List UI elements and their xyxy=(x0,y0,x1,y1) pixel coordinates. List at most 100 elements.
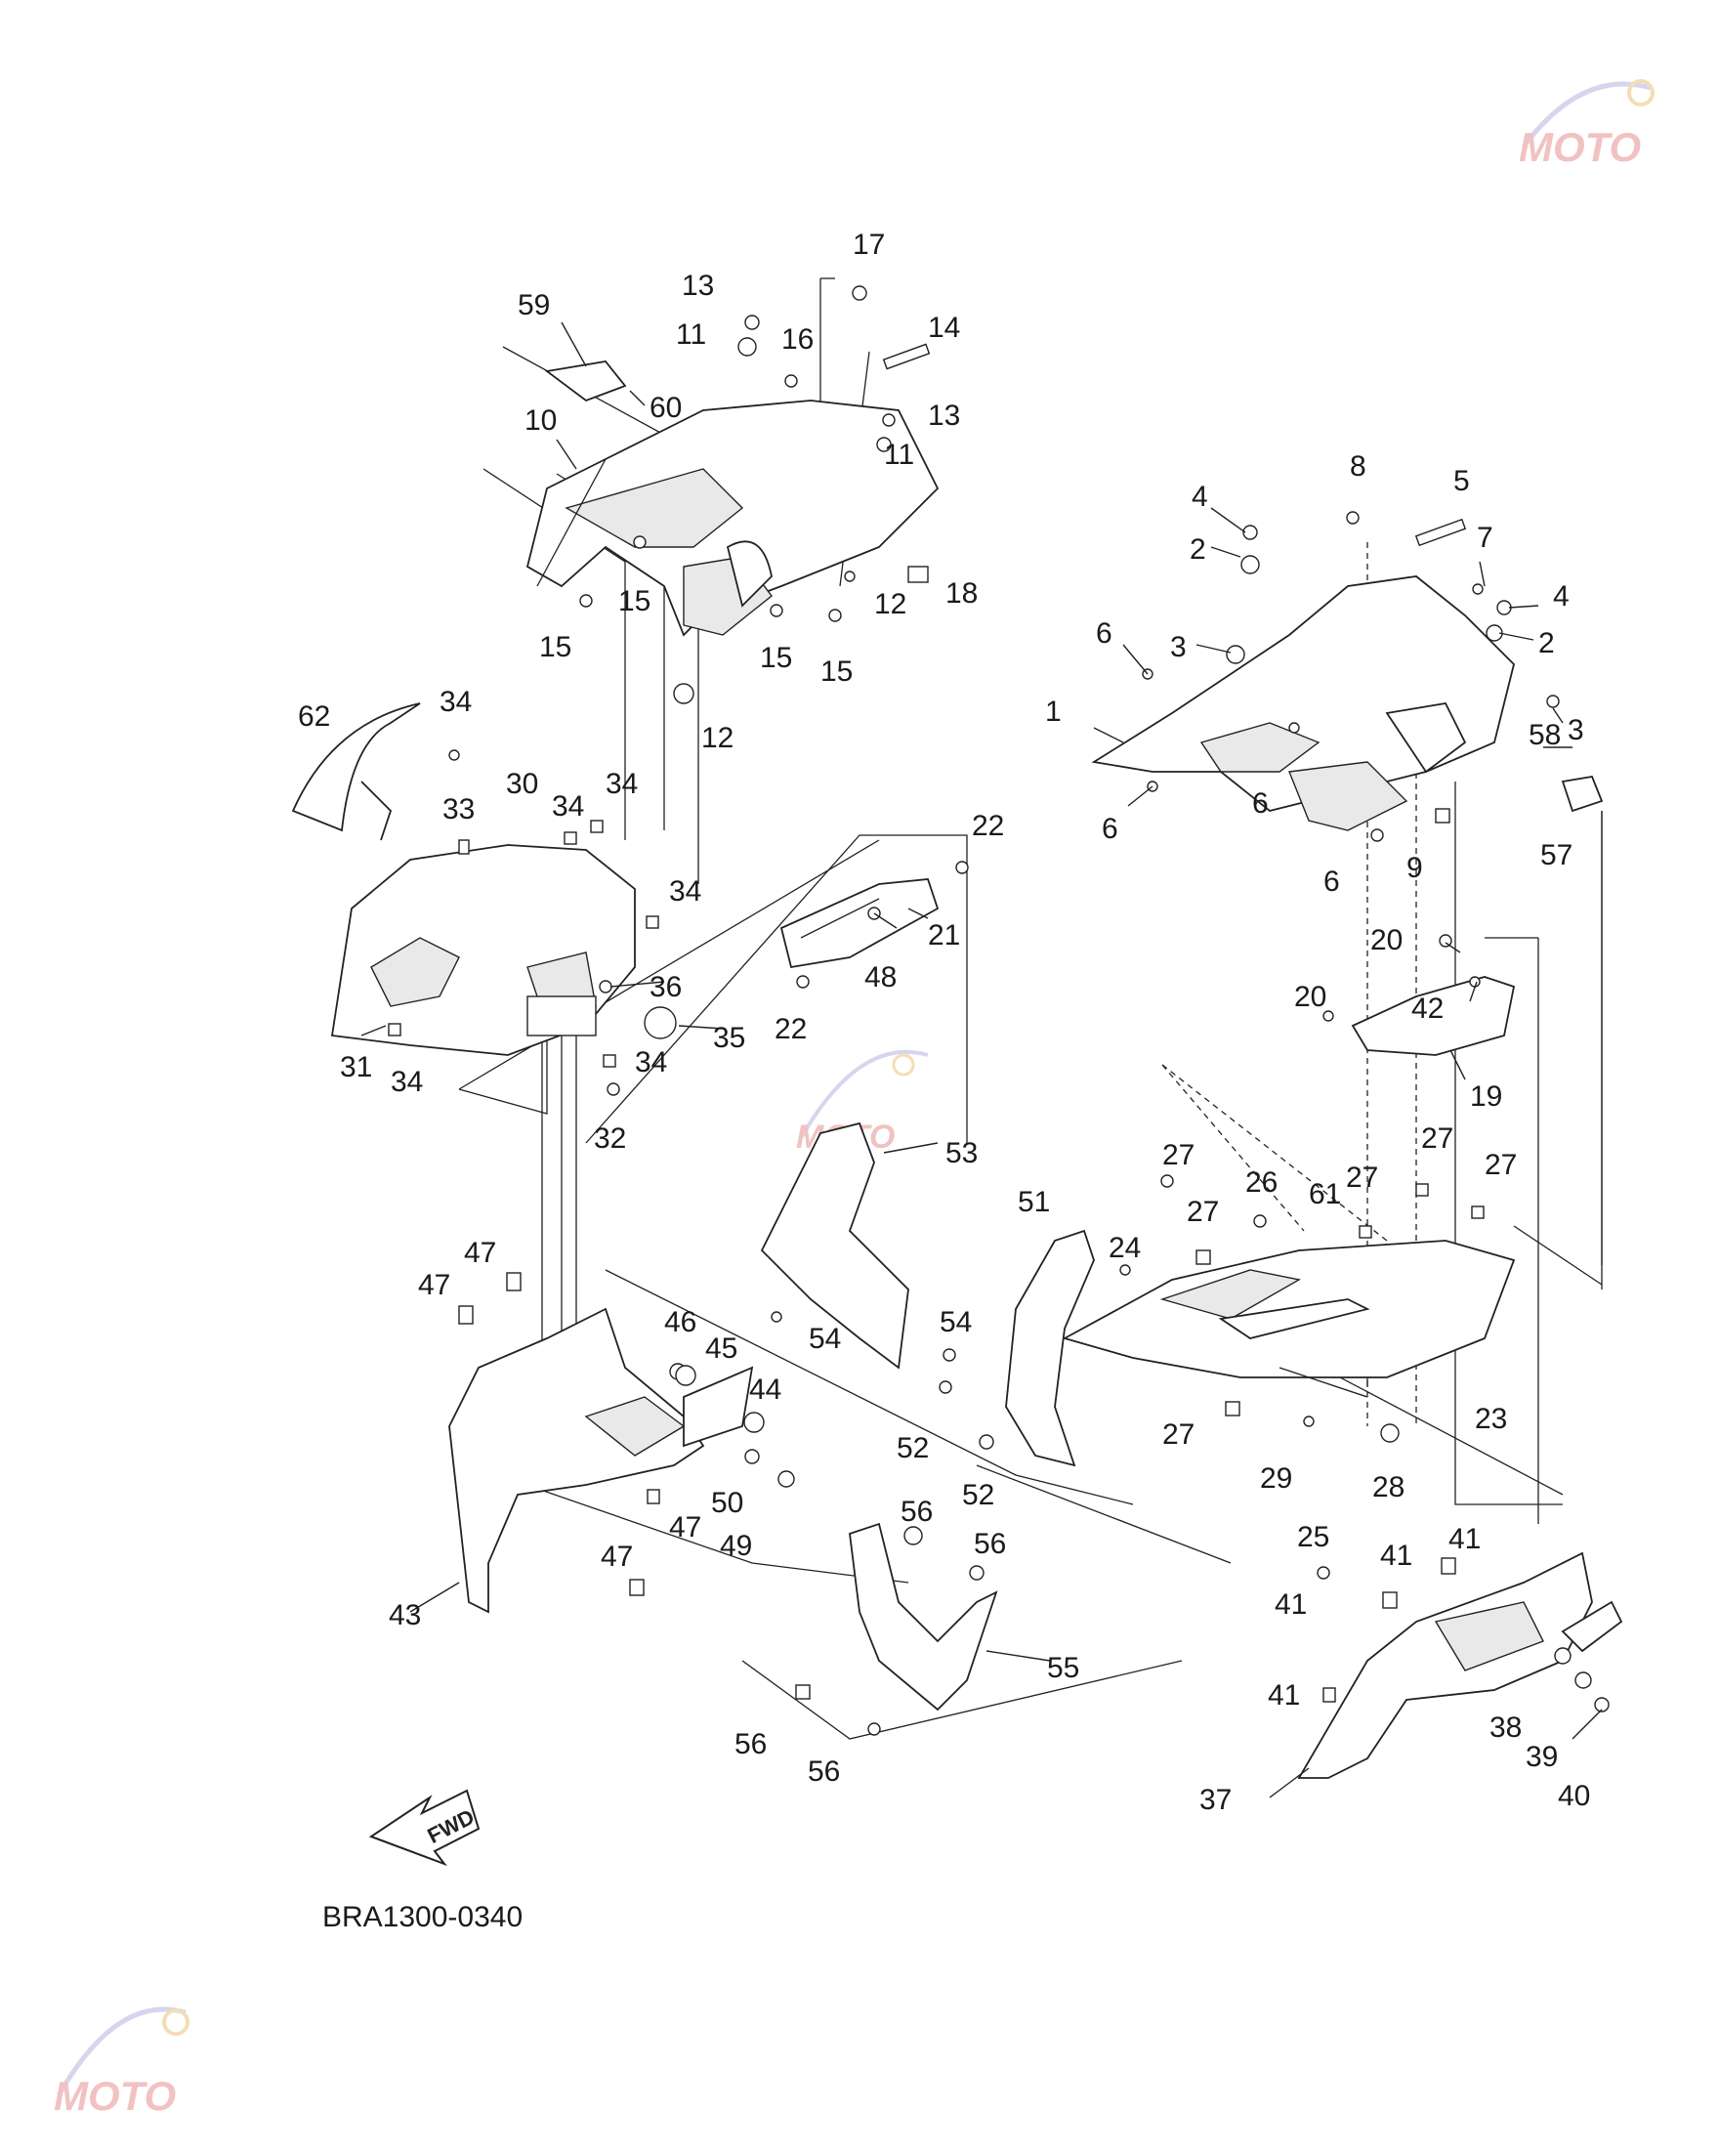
callout-c22a: 22 xyxy=(972,810,1004,842)
callout-c19: 19 xyxy=(1470,1080,1502,1113)
callout-c27c: 27 xyxy=(1346,1162,1378,1194)
leader-lines xyxy=(360,321,1603,1798)
callout-c47c: 47 xyxy=(669,1511,701,1543)
callout-c55: 55 xyxy=(1047,1652,1079,1684)
callout-c34d: 34 xyxy=(669,875,701,908)
callout-c21: 21 xyxy=(928,919,960,951)
lower-panel-55 xyxy=(849,1522,998,1712)
callout-c26: 26 xyxy=(1245,1166,1278,1199)
callout-c34b: 34 xyxy=(552,790,584,823)
callout-c42: 42 xyxy=(1411,993,1444,1025)
callout-c2b: 2 xyxy=(1538,627,1555,659)
callout-c35: 35 xyxy=(713,1022,745,1054)
callout-c9: 9 xyxy=(1406,852,1423,884)
callout-c34f: 34 xyxy=(635,1046,667,1078)
callout-c14: 14 xyxy=(928,312,960,344)
callout-c2a: 2 xyxy=(1190,533,1206,566)
undercover-23 xyxy=(1062,1240,1516,1378)
callout-c47d: 47 xyxy=(601,1541,633,1573)
callout-c23: 23 xyxy=(1475,1403,1507,1435)
callout-c20b: 20 xyxy=(1294,981,1326,1013)
callout-c32: 32 xyxy=(594,1122,626,1155)
callout-c56d: 56 xyxy=(808,1755,840,1788)
callout-c56c: 56 xyxy=(734,1728,767,1760)
callout-c34c: 34 xyxy=(606,768,638,800)
callout-c28: 28 xyxy=(1372,1471,1405,1503)
callout-c60: 60 xyxy=(650,392,682,424)
watermark-top-right: MOTO xyxy=(1519,79,1655,170)
callout-c33: 33 xyxy=(442,793,475,825)
deflector-59 xyxy=(544,360,627,402)
callout-c62: 62 xyxy=(298,700,330,733)
callout-c6d: 6 xyxy=(1323,866,1340,898)
callout-c6c: 6 xyxy=(1252,787,1269,820)
callout-c36: 36 xyxy=(650,971,682,1003)
callout-c15c: 15 xyxy=(760,642,792,674)
callout-c12b: 12 xyxy=(701,722,734,754)
callout-c24: 24 xyxy=(1109,1232,1141,1264)
callout-c37: 37 xyxy=(1199,1784,1232,1816)
gear-logo-icon xyxy=(1627,79,1655,106)
front-cowl-inner-upper xyxy=(525,400,940,637)
callout-c54b: 54 xyxy=(940,1306,972,1338)
callout-c15d: 15 xyxy=(820,655,853,688)
callout-c40: 40 xyxy=(1558,1780,1590,1812)
callout-c47a: 47 xyxy=(418,1269,450,1301)
callout-c4b: 4 xyxy=(1553,580,1570,613)
callout-c54a: 54 xyxy=(809,1323,841,1355)
callout-c11b: 11 xyxy=(884,439,914,471)
callout-c22b: 22 xyxy=(775,1013,807,1045)
callout-c27a: 27 xyxy=(1162,1139,1195,1171)
watermark-text: MOTO xyxy=(54,2073,176,2119)
callout-c38: 38 xyxy=(1489,1712,1522,1744)
side-cover-right xyxy=(1091,575,1515,831)
callout-c58: 58 xyxy=(1529,719,1561,751)
lower-cowl-37 xyxy=(1297,1551,1623,1779)
callout-c15b: 15 xyxy=(539,631,571,663)
callout-c29: 29 xyxy=(1260,1462,1292,1495)
callout-c6a: 6 xyxy=(1096,617,1112,650)
callout-c25: 25 xyxy=(1297,1521,1329,1553)
callout-c53: 53 xyxy=(945,1137,978,1169)
fasteners xyxy=(388,285,1610,1736)
callout-c31: 31 xyxy=(340,1051,372,1083)
forward-direction-arrow: FWD xyxy=(368,1789,481,1867)
callout-c44: 44 xyxy=(749,1374,781,1406)
callout-c11a: 11 xyxy=(676,318,706,351)
callout-c7: 7 xyxy=(1477,522,1493,554)
callout-c8: 8 xyxy=(1350,450,1366,483)
front-cowl-30 xyxy=(330,844,636,1056)
callout-labels: 1 2 2 3 3 4 4 5 6 6 6 6 7 8 9 10 11 11 1… xyxy=(298,229,1590,1816)
callout-c34a: 34 xyxy=(440,686,472,718)
lower-cowl-43 xyxy=(448,1307,754,1614)
watermark-text: MOTO xyxy=(1519,124,1641,170)
callout-c6b: 6 xyxy=(1102,813,1118,845)
callout-c50: 50 xyxy=(711,1487,743,1519)
callout-c56b: 56 xyxy=(974,1528,1006,1560)
callout-c3b: 3 xyxy=(1568,714,1584,746)
callout-c13b: 13 xyxy=(928,400,960,432)
watermark-bottom-left: MOTO xyxy=(54,2007,189,2119)
callout-c51: 51 xyxy=(1018,1186,1050,1218)
windshield-62 xyxy=(291,702,421,841)
callout-c46: 46 xyxy=(664,1306,696,1338)
callout-c10: 10 xyxy=(524,404,557,437)
callout-c27f: 27 xyxy=(1162,1418,1195,1451)
side-panel-19 xyxy=(1351,976,1516,1056)
callout-c20a: 20 xyxy=(1370,924,1403,956)
callout-c43: 43 xyxy=(389,1599,421,1631)
callout-c47b: 47 xyxy=(464,1237,496,1269)
callout-c1: 1 xyxy=(1045,696,1062,728)
callout-c5: 5 xyxy=(1453,465,1470,497)
side-bracket-57 xyxy=(1561,775,1604,813)
callout-c45: 45 xyxy=(705,1332,737,1365)
callout-c13a: 13 xyxy=(682,270,714,302)
callout-c15a: 15 xyxy=(618,585,650,617)
callout-c49: 49 xyxy=(720,1530,752,1562)
inner-panel-53 xyxy=(760,1121,909,1370)
gear-logo-icon xyxy=(892,1053,915,1077)
callout-c12a: 12 xyxy=(874,588,906,620)
callout-c34e: 34 xyxy=(391,1066,423,1098)
callout-c3a: 3 xyxy=(1170,631,1187,663)
callout-c48: 48 xyxy=(864,961,897,993)
